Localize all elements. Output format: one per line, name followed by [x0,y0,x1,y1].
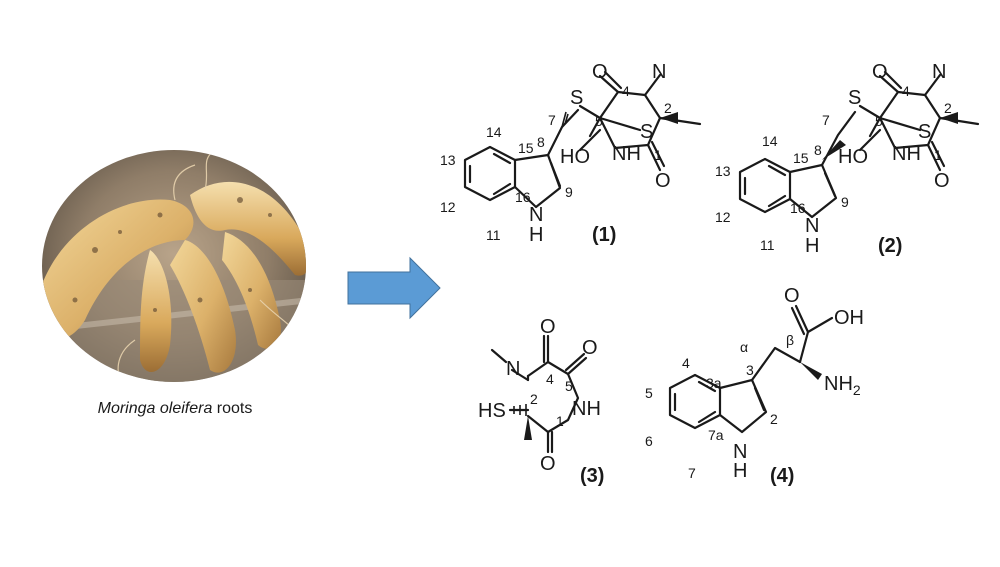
num-7: 7 [822,112,830,128]
num-13: 13 [440,152,456,168]
atom-O-bottom: O [540,453,556,475]
num-5: 5 [645,385,653,401]
num-11: 11 [486,227,501,243]
atom-HO: HO [838,146,868,168]
num-14: 14 [486,124,502,140]
atom-N-methyl: N [932,61,946,83]
num-6: 6 [645,433,653,449]
num-4: 4 [622,83,630,99]
atom-O-right: O [582,337,598,359]
num-14: 14 [762,133,778,149]
atom-indole-N: N [529,204,543,226]
atom-S-ring: S [640,121,653,143]
num-15: 15 [793,150,809,166]
num-12: 12 [440,199,456,215]
num-1: 1 [556,413,564,429]
num-7a: 7a [708,427,724,443]
atom-OH: OH [834,307,864,329]
atom-NH-amide: NH [572,398,601,420]
atom-NH-amide: NH [892,143,921,165]
atom-O-bottom: O [655,170,671,192]
photo-caption: Moringa oleifera roots [98,400,253,417]
num-9: 9 [565,184,573,200]
compound-label-3: (3) [580,465,604,487]
atom-indole-N: N [733,441,747,463]
num-7: 7 [688,465,696,481]
atom-HO: HO [560,146,590,168]
atom-N-methyl: N [506,358,520,380]
compound-1-structure: S S O N O NH HO N H 4 2 5 1 7 8 9 14 15 … [440,61,702,246]
num-16: 16 [515,189,531,205]
atom-O-bottom: O [934,170,950,192]
atom-HS: HS [478,400,506,422]
num-16: 16 [790,200,806,216]
num-11: 11 [760,237,775,253]
num-4: 4 [902,83,910,99]
atom-NH: NH2 [824,373,861,398]
atom-S-bridge: S [848,87,861,109]
num-alpha: α [740,339,748,355]
compound-label-4: (4) [770,465,794,487]
num-13: 13 [715,163,731,179]
atom-indole-H: H [805,235,819,257]
num-2: 2 [770,411,778,427]
atom-S-bridge: S [570,87,583,109]
num-12: 12 [715,209,731,225]
compound-label-1: (1) [592,224,616,246]
num-5: 5 [595,113,603,129]
atom-O-top: O [540,316,556,338]
atom-O-top: O [592,61,608,83]
num-5: 5 [875,113,883,129]
num-beta: β [786,332,794,348]
num-1: 1 [654,147,662,163]
num-9: 9 [841,194,849,210]
atom-O: O [784,285,800,307]
num-8: 8 [537,134,545,150]
num-8: 8 [814,142,822,158]
atom-N-methyl: N [652,61,666,83]
compound-3-structure: O O O N NH HS 4 5 2 1 (3) [478,316,604,487]
atom-indole-H: H [733,460,747,482]
num-1: 1 [934,147,942,163]
right-arrow-icon [347,256,441,320]
compound-2-structure: S S O N O NH HO N H 4 2 5 1 7 8 9 14 15 … [715,61,980,257]
atom-NH-amide: NH [612,143,641,165]
atom-O-top: O [872,61,888,83]
num-15: 15 [518,140,534,156]
num-2: 2 [944,100,952,116]
num-3a: 3a [706,375,722,391]
atom-S-ring: S [918,121,931,143]
atom-indole-H: H [529,224,543,246]
num-4: 4 [682,355,690,371]
num-2: 2 [530,391,538,407]
atom-indole-N: N [805,215,819,237]
compound-label-2: (2) [878,235,902,257]
num-3: 3 [746,362,754,378]
num-2: 2 [664,100,672,116]
num-7: 7 [548,112,556,128]
compound-4-structure: O OH NH2 N H α β 4 3a 3 5 2 6 7a 7 (4) [645,285,864,487]
num-4: 4 [546,371,554,387]
num-5: 5 [565,378,573,394]
roots-photo [42,150,306,382]
